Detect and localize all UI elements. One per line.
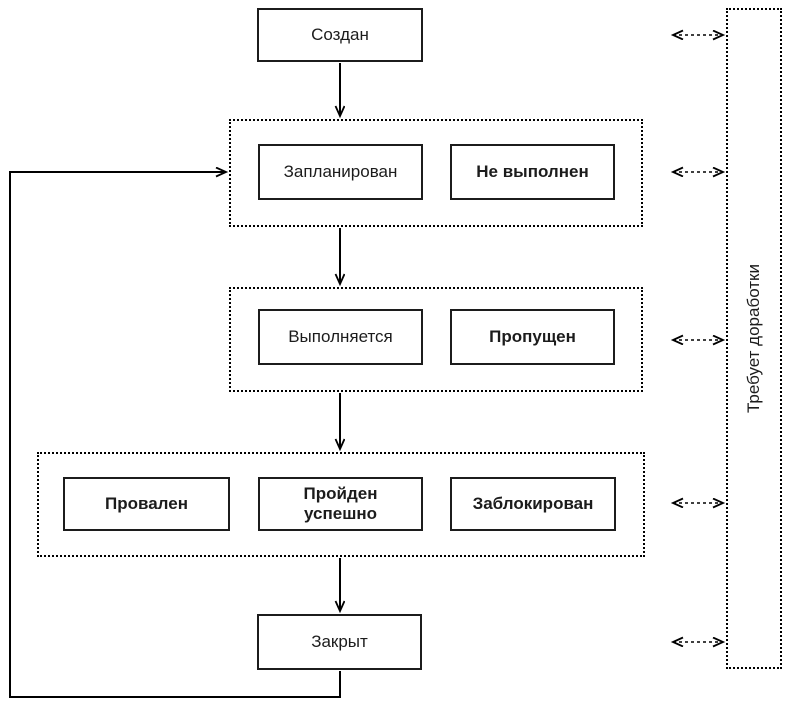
- rework-panel-label: Требует доработки: [744, 263, 763, 414]
- node-created: Создан: [257, 8, 423, 62]
- group-scheduled: [229, 119, 643, 227]
- group-result: [37, 452, 645, 557]
- rework-panel: Требует доработки: [726, 8, 782, 669]
- node-not-executed: Не выполнен: [450, 144, 615, 200]
- node-passed: Пройден успешно: [258, 477, 423, 531]
- node-not-executed-label: Не выполнен: [476, 161, 589, 181]
- node-planned: Запланирован: [258, 144, 423, 200]
- node-skipped-label: Пропущен: [489, 326, 576, 346]
- node-closed-label: Закрыт: [311, 631, 368, 651]
- node-blocked: Заблокирован: [450, 477, 616, 531]
- node-failed-label: Провален: [105, 493, 188, 513]
- node-failed: Провален: [63, 477, 230, 531]
- node-in-progress: Выполняется: [258, 309, 423, 365]
- node-in-progress-label: Выполняется: [288, 326, 393, 346]
- group-executing: [229, 287, 643, 392]
- node-skipped: Пропущен: [450, 309, 615, 365]
- node-planned-label: Запланирован: [283, 161, 398, 181]
- node-blocked-label: Заблокирован: [472, 493, 594, 513]
- node-created-label: Создан: [311, 24, 369, 44]
- node-closed: Закрыт: [257, 614, 422, 670]
- node-passed-label: Пройден успешно: [303, 483, 378, 523]
